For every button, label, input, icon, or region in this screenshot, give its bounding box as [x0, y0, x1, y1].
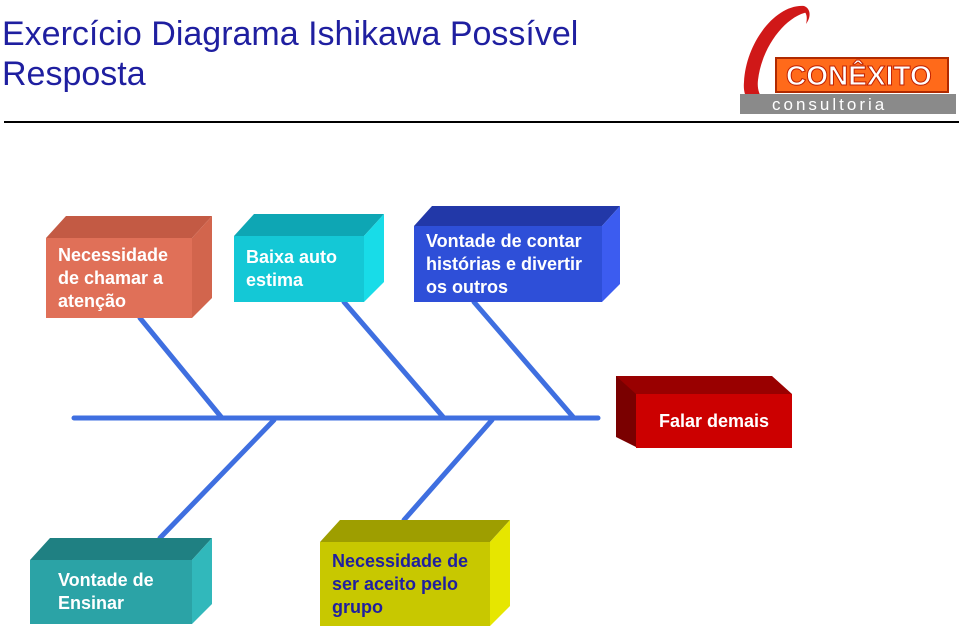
cause-box-2	[234, 214, 384, 302]
cause-box-5	[320, 520, 510, 626]
bone-bottom-1-line	[157, 417, 277, 541]
logo-brand-text: CONÊXITO	[786, 60, 932, 91]
bone-top-1-line	[137, 315, 225, 421]
bone-top-2-line	[341, 299, 447, 421]
effect-label: Falar demais	[658, 410, 770, 431]
title-divider	[4, 121, 959, 123]
cause-label-4: Vontade de Ensinar	[58, 570, 154, 613]
page-title: Exercício Diagrama Ishikawa Possível Res…	[2, 15, 579, 93]
bone-top-3-line	[471, 299, 577, 421]
cause-label-5: Necessidade de ser aceito pelo grupo	[332, 550, 469, 617]
cause-label-3: Vontade de contar histórias e divertir o…	[426, 230, 583, 297]
bone-bottom-2-line	[401, 417, 495, 523]
cause-box-4	[30, 538, 212, 624]
cause-box-3	[414, 206, 620, 302]
cause-label-2: Baixa auto estima	[246, 247, 338, 290]
logo-sub-text: consultoria	[772, 95, 887, 114]
cause-box-1	[46, 216, 212, 318]
conexito-logo: CONÊXITO consultoria	[740, 5, 956, 114]
effect-box	[616, 376, 792, 448]
cause-label-1: Necessidade de chamar a atenção	[58, 244, 169, 311]
